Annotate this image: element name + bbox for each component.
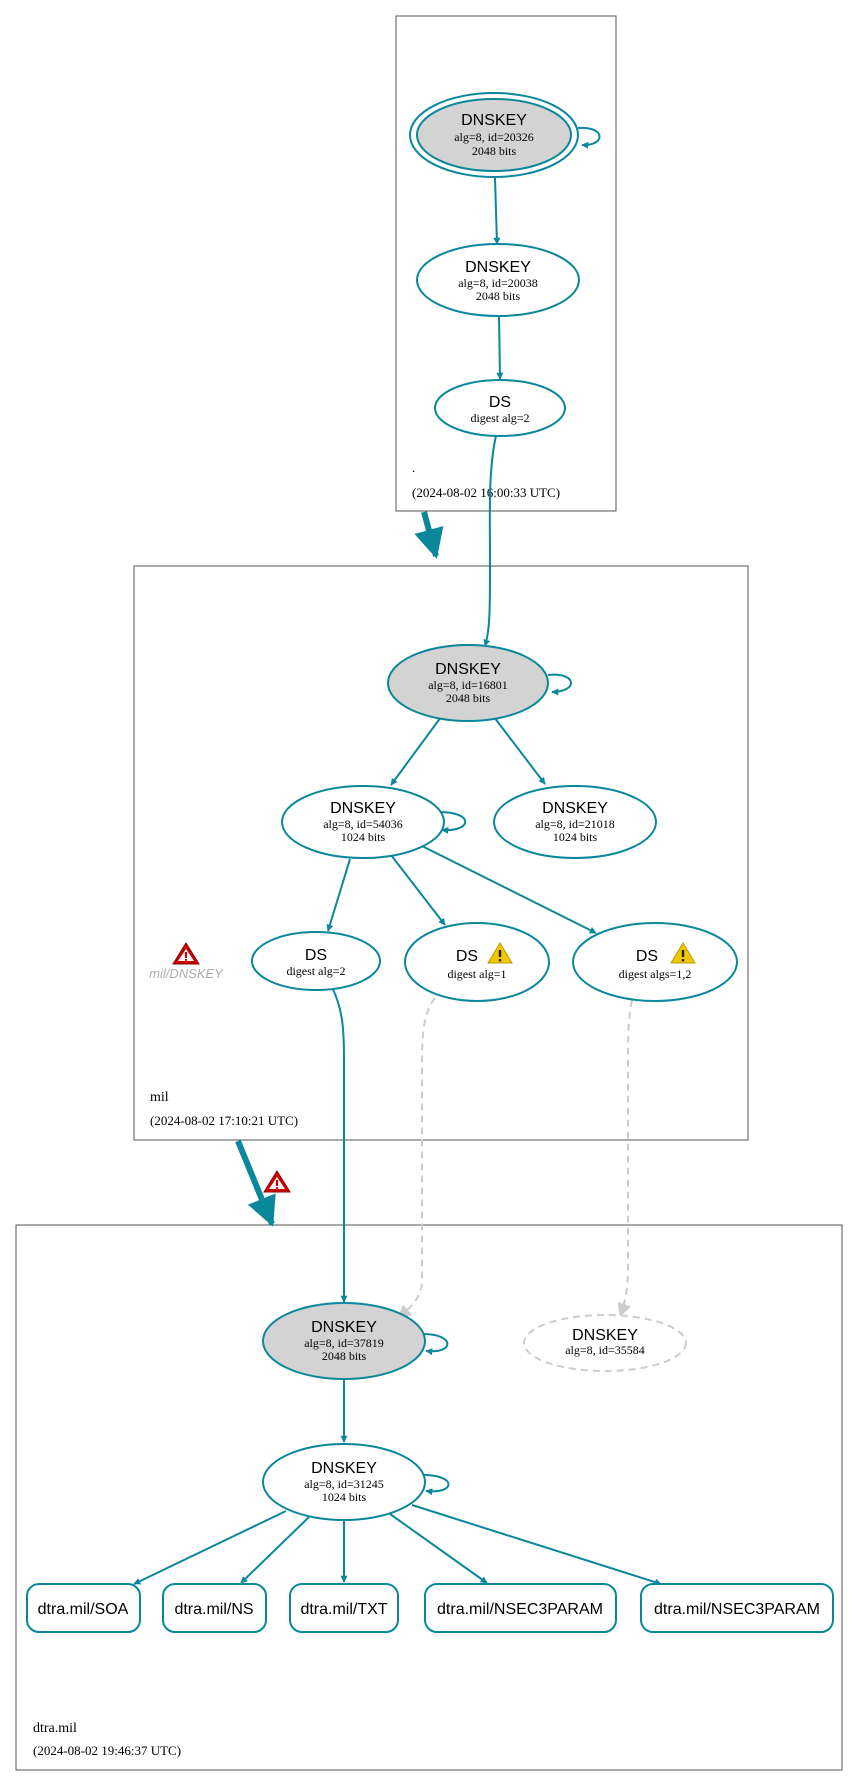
node-mil-zsk2-line1: alg=8, id=21018 [535,817,615,831]
edge-dtra-ksk-self [422,1333,449,1356]
edge-mil-zsk1-ds2 [390,854,446,926]
node-root-ksk-line1: alg=8, id=20326 [454,130,534,144]
node-dtra-zsk-title: DNSKEY [311,1460,377,1477]
node-mil-ds3-line1: digest algs=1,2 [619,967,692,981]
edge-dtra-zsk-nsec3param2 [411,1504,662,1586]
node-dtra-ksk-title: DNSKEY [311,1319,377,1336]
edge-root-ksk-zsk [493,177,501,245]
node-root-ds-title: DS [489,394,511,411]
zone-mil-timestamp: (2024-08-02 17:10:21 UTC) [150,1113,298,1128]
node-mil-zsk2-title: DNSKEY [542,800,608,817]
node-root-zsk-line2: 2048 bits [476,289,521,303]
node-mil-zsk2[interactable]: DNSKEY alg=8, id=21018 1024 bits [493,785,657,859]
mil-dnskey-warning[interactable]: mil/DNSKEY [149,942,224,981]
error-icon [172,942,200,965]
node-mil-ksk-title: DNSKEY [435,661,501,678]
edge-root-ksk-self [577,126,601,149]
delegation-root-mil [414,511,444,559]
node-root-ds[interactable]: DS digest alg=2 [434,379,566,437]
node-root-ksk-title: DNSKEY [461,112,527,129]
node-mil-zsk1-title: DNSKEY [330,800,396,817]
rrset-label: dtra.mil/NS [174,1601,253,1618]
edge-mil-ds1-dtra-ksk [331,986,348,1303]
node-mil-zsk1-line1: alg=8, id=54036 [323,817,403,831]
warning-icon [670,942,696,964]
zone-root-timestamp: (2024-08-02 16:00:33 UTC) [412,485,560,500]
rrset-nsec3param-2[interactable]: dtra.mil/NSEC3PARAM [640,1583,834,1633]
node-mil-zsk1-line2: 1024 bits [341,830,386,844]
node-mil-ds3[interactable]: DS digest algs=1,2 [572,922,738,1002]
edge-dtra-zsk-self [422,1474,450,1496]
node-dtra-missing-line1: alg=8, id=35584 [565,1343,645,1357]
edge-mil-ksk-self [547,673,572,696]
edge-mil-zsk1-ds3 [419,844,597,934]
node-mil-zsk1[interactable]: DNSKEY alg=8, id=54036 1024 bits [281,785,445,859]
node-mil-zsk2-line2: 1024 bits [553,830,598,844]
edge-dtra-zsk-soa [133,1510,287,1585]
node-dtra-zsk[interactable]: DNSKEY alg=8, id=31245 1024 bits [262,1443,426,1521]
rrset-txt[interactable]: dtra.mil/TXT [289,1583,399,1633]
node-mil-ds1-title: DS [305,947,327,964]
rrset-nsec3param-1[interactable]: dtra.mil/NSEC3PARAM [424,1583,617,1633]
edge-dtra-zsk-ns [240,1516,310,1584]
rrset-ns[interactable]: dtra.mil/NS [162,1583,267,1633]
zone-root-box [395,15,617,512]
node-root-zsk-line1: alg=8, id=20038 [458,276,538,290]
rrset-label: dtra.mil/TXT [300,1601,387,1618]
warning-icon [487,942,513,964]
node-dtra-zsk-line1: alg=8, id=31245 [304,1477,384,1491]
node-root-ksk-line2: 2048 bits [472,144,517,158]
zone-mil-name: mil [150,1090,169,1105]
edge-mil-ksk-zsk2 [493,716,546,785]
delegation-error-icon[interactable] [263,1170,291,1193]
node-root-zsk[interactable]: DNSKEY alg=8, id=20038 2048 bits [416,243,580,317]
rrset-label: dtra.mil/SOA [38,1601,129,1618]
node-dtra-missing[interactable]: DNSKEY alg=8, id=35584 [523,1314,687,1372]
node-dtra-ksk-line2: 2048 bits [322,1349,367,1363]
zone-dtra-timestamp: (2024-08-02 19:46:37 UTC) [33,1743,181,1758]
warning-label: mil/DNSKEY [149,966,224,981]
node-mil-ds2[interactable]: DS digest alg=1 [404,922,550,1002]
node-mil-ds3-title: DS [636,948,658,965]
node-dtra-ksk[interactable]: DNSKEY alg=8, id=37819 2048 bits [262,1302,426,1380]
rrset-label: dtra.mil/NSEC3PARAM [654,1601,820,1618]
node-mil-ksk-line2: 2048 bits [446,691,491,705]
node-mil-ds2-line1: digest alg=1 [447,967,506,981]
edge-root-zsk-ds [496,315,504,380]
node-mil-ds2-title: DS [456,948,478,965]
zone-mil-box [133,565,749,1141]
node-dtra-ksk-line1: alg=8, id=37819 [304,1336,384,1350]
node-root-zsk-title: DNSKEY [465,259,531,276]
edge-mil-zsk1-ds1 [326,858,351,932]
node-root-ds-line1: digest alg=2 [470,411,529,425]
edge-mil-zsk1-self [438,811,467,834]
node-mil-ds1[interactable]: DS digest alg=2 [251,931,381,991]
edge-mil-ds3-dtra-missing [617,999,633,1318]
node-root-ksk[interactable]: DNSKEY alg=8, id=20326 2048 bits [409,92,579,178]
edge-root-ds-mil-ksk [483,435,497,647]
rrset-soa[interactable]: dtra.mil/SOA [26,1583,141,1633]
edge-dtra-zsk-nsec3param1 [389,1513,488,1584]
zone-dtra-box [15,1224,843,1771]
delegation-mil-dtra [235,1139,276,1227]
node-mil-ksk-line1: alg=8, id=16801 [428,678,508,692]
node-mil-ds1-line1: digest alg=2 [286,964,345,978]
zone-dtra-name: dtra.mil [33,1721,77,1736]
node-dtra-zsk-line2: 1024 bits [322,1490,367,1504]
node-mil-ksk[interactable]: DNSKEY alg=8, id=16801 2048 bits [387,644,549,722]
rrset-label: dtra.mil/NSEC3PARAM [437,1601,603,1618]
node-dtra-missing-title: DNSKEY [572,1327,638,1344]
zone-root-name: . [412,460,415,475]
edge-mil-ksk-zsk1 [390,716,442,786]
edge-mil-ds2-dtra-ksk [396,997,436,1319]
